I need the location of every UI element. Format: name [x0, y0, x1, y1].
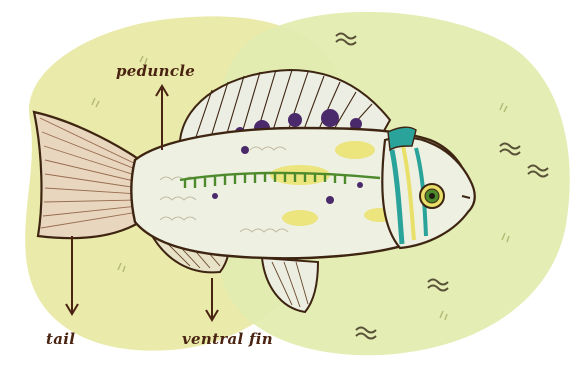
label-ventral-fin: ventral fin: [182, 330, 273, 348]
label-tail: tail: [46, 330, 75, 348]
label-peduncle: peduncle: [116, 62, 195, 80]
